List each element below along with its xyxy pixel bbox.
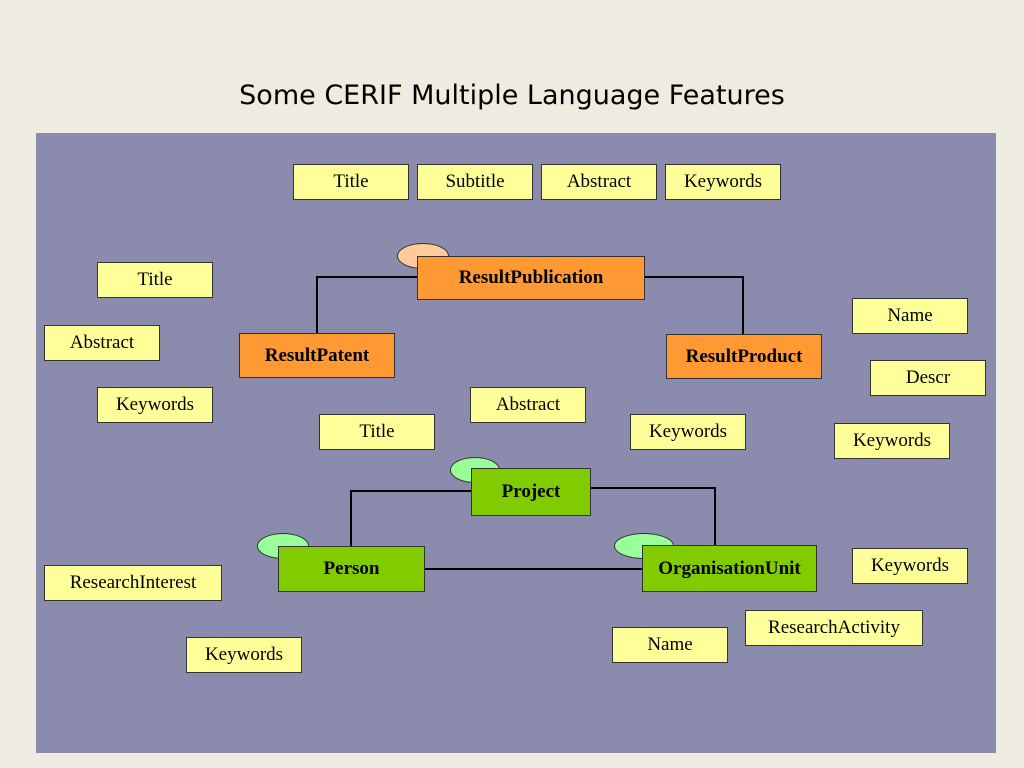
project-abstract-attribute: Abstract xyxy=(470,387,586,423)
person-entity: Person xyxy=(278,546,425,592)
result-patent-entity: ResultPatent xyxy=(239,333,395,378)
patent-title-attribute: Title xyxy=(97,262,213,298)
publication-title-attribute: Title xyxy=(293,164,409,200)
orgunit-name-attribute: Name xyxy=(612,627,728,663)
orgunit-researchactivity-attribute: ResearchActivity xyxy=(745,610,923,646)
project-title-attribute: Title xyxy=(319,414,435,450)
product-name-attribute: Name xyxy=(852,298,968,334)
project-keywords-attribute: Keywords xyxy=(630,414,746,450)
publication-subtitle-attribute: Subtitle xyxy=(417,164,533,200)
person-keywords-attribute: Keywords xyxy=(186,637,302,673)
product-descr-attribute: Descr xyxy=(870,360,986,396)
patent-abstract-attribute: Abstract xyxy=(44,325,160,361)
patent-keywords-attribute: Keywords xyxy=(97,387,213,423)
result-publication-entity: ResultPublication xyxy=(417,256,645,300)
orgunit-keywords-attribute: Keywords xyxy=(852,548,968,584)
organisation-unit-entity: OrganisationUnit xyxy=(642,545,817,592)
result-product-entity: ResultProduct xyxy=(666,334,822,379)
person-researchinterest-attribute: ResearchInterest xyxy=(44,565,222,601)
project-entity: Project xyxy=(471,468,591,516)
product-keywords-attribute: Keywords xyxy=(834,423,950,459)
publication-abstract-attribute: Abstract xyxy=(541,164,657,200)
slide-title: Some CERIF Multiple Language Features xyxy=(239,80,785,111)
publication-keywords-attribute: Keywords xyxy=(665,164,781,200)
